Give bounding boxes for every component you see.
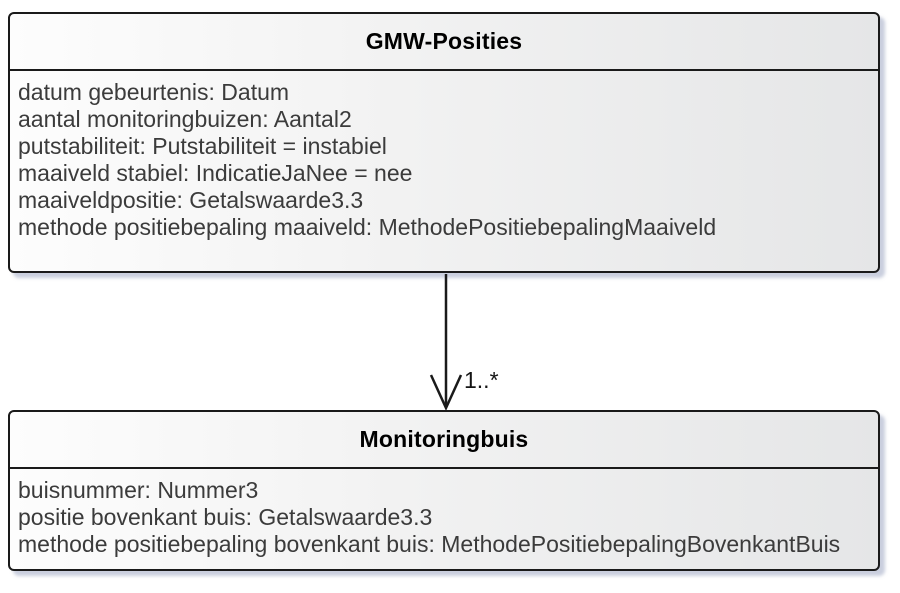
attribute-row: positie bovenkant buis: Getalswaarde3.3: [18, 504, 433, 530]
class-node-gmw-posities: GMW-Posities datum gebeurtenis: Datum aa…: [8, 12, 880, 273]
class-node-monitoringbuis: Monitoringbuis buisnummer: Nummer3 posit…: [8, 410, 880, 571]
attribute-row: maaiveld stabiel: IndicatieJaNee = nee: [18, 160, 413, 186]
attribute-compartment-buis: buisnummer: Nummer3 positie bovenkant bu…: [10, 469, 878, 558]
attribute-row: maaiveldpositie: Getalswaarde3.3: [18, 187, 364, 213]
arrowhead-open-icon: [429, 374, 463, 412]
attribute-compartment-gmw: datum gebeurtenis: Datum aantal monitori…: [10, 71, 878, 241]
attribute-row: putstabiliteit: Putstabiliteit = instabi…: [18, 133, 387, 159]
attribute-row: buisnummer: Nummer3: [18, 477, 259, 503]
attribute-row: aantal monitoringbuizen: Aantal2: [18, 106, 352, 132]
multiplicity-label: 1..*: [464, 367, 499, 393]
attribute-row: methode positiebepaling bovenkant buis: …: [18, 531, 841, 557]
class-title-gmw-posities: GMW-Posities: [10, 14, 878, 71]
attribute-row: methode positiebepaling maaiveld: Method…: [18, 214, 717, 240]
class-title-monitoringbuis: Monitoringbuis: [10, 412, 878, 469]
attribute-row: datum gebeurtenis: Datum: [18, 79, 290, 105]
